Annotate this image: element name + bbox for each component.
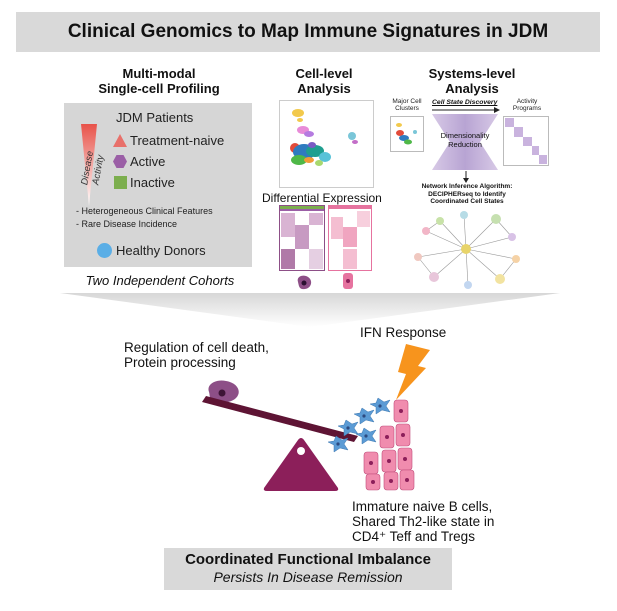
purple-cell-icon-large xyxy=(208,380,239,403)
hexagon-icon xyxy=(113,155,127,168)
right-section-title: Systems-level Analysis xyxy=(412,66,532,96)
activity-programs-matrix xyxy=(503,116,549,166)
diff-expr-label: Differential Expression xyxy=(262,191,382,205)
left-section-title: Multi-modal Single-cell Profiling xyxy=(84,66,234,96)
group-label-active: Active xyxy=(130,154,166,169)
down-arrow-icon xyxy=(463,171,469,183)
middle-section-title: Cell-level Analysis xyxy=(274,66,374,96)
network-inference-label: Network Inference Algorithm: DECIPHERseq… xyxy=(421,183,513,205)
page-title: Clinical Genomics to Map Immune Signatur… xyxy=(67,21,549,42)
group-label-treatment-naive: Treatment-naive xyxy=(130,133,225,148)
umap-plot xyxy=(279,100,374,188)
cohorts-label: Two Independent Cohorts xyxy=(85,273,235,288)
seesaw-fulcrum xyxy=(263,438,339,491)
purple-cell-icon xyxy=(297,275,312,290)
cell-state-discovery-label: Cell State Discovery xyxy=(432,99,498,106)
note-heterogeneous: - Heterogeneous Clinical Features xyxy=(76,206,213,216)
middle-title-line2: Analysis xyxy=(297,81,351,96)
right-title-line1: Systems-level xyxy=(428,66,516,81)
lightning-icon xyxy=(396,344,430,400)
summary-title: Coordinated Functional Imbalance xyxy=(185,551,431,568)
healthy-donor-icon xyxy=(97,243,112,258)
discovery-arrow xyxy=(432,107,500,113)
healthy-donors-label: Healthy Donors xyxy=(116,243,206,258)
group-label-inactive: Inactive xyxy=(130,175,175,190)
network-graph xyxy=(414,211,520,289)
b-cell-label: Immature naive B cells, Shared Th2-like … xyxy=(352,499,495,544)
patients-label: JDM Patients xyxy=(116,110,194,125)
cluster-umap-thumbnail xyxy=(390,116,424,152)
ifn-response-label: IFN Response xyxy=(360,325,447,340)
heatmap-pink xyxy=(328,205,372,271)
pink-cell-icon xyxy=(343,273,353,289)
title-bar: Clinical Genomics to Map Immune Signatur… xyxy=(16,12,600,52)
summary-wedge xyxy=(60,293,560,327)
seesaw-beam xyxy=(202,396,358,442)
dimred-funnel xyxy=(432,114,498,170)
disease-activity-gradient xyxy=(81,124,97,206)
activity-programs-label: Activity Programs xyxy=(512,98,542,112)
heatmap-purple xyxy=(279,205,325,271)
dimred-label: Dimensionality Reduction xyxy=(440,131,490,149)
summary-subtitle: Persists In Disease Remission xyxy=(213,569,403,585)
middle-title-line1: Cell-level xyxy=(295,66,353,81)
major-clusters-label: Major Cell Clusters xyxy=(392,98,422,112)
left-title-line1: Multi-modal xyxy=(122,66,196,81)
triangle-icon xyxy=(113,134,127,147)
summary-box: Coordinated Functional Imbalance Persist… xyxy=(164,548,452,590)
square-icon xyxy=(114,176,127,189)
cell-stack xyxy=(327,397,415,491)
cell-death-label: Regulation of cell death, Protein proces… xyxy=(124,340,269,370)
right-title-line2: Analysis xyxy=(445,81,499,96)
left-title-line2: Single-cell Profiling xyxy=(98,81,220,96)
note-rare: - Rare Disease Incidence xyxy=(76,219,178,229)
